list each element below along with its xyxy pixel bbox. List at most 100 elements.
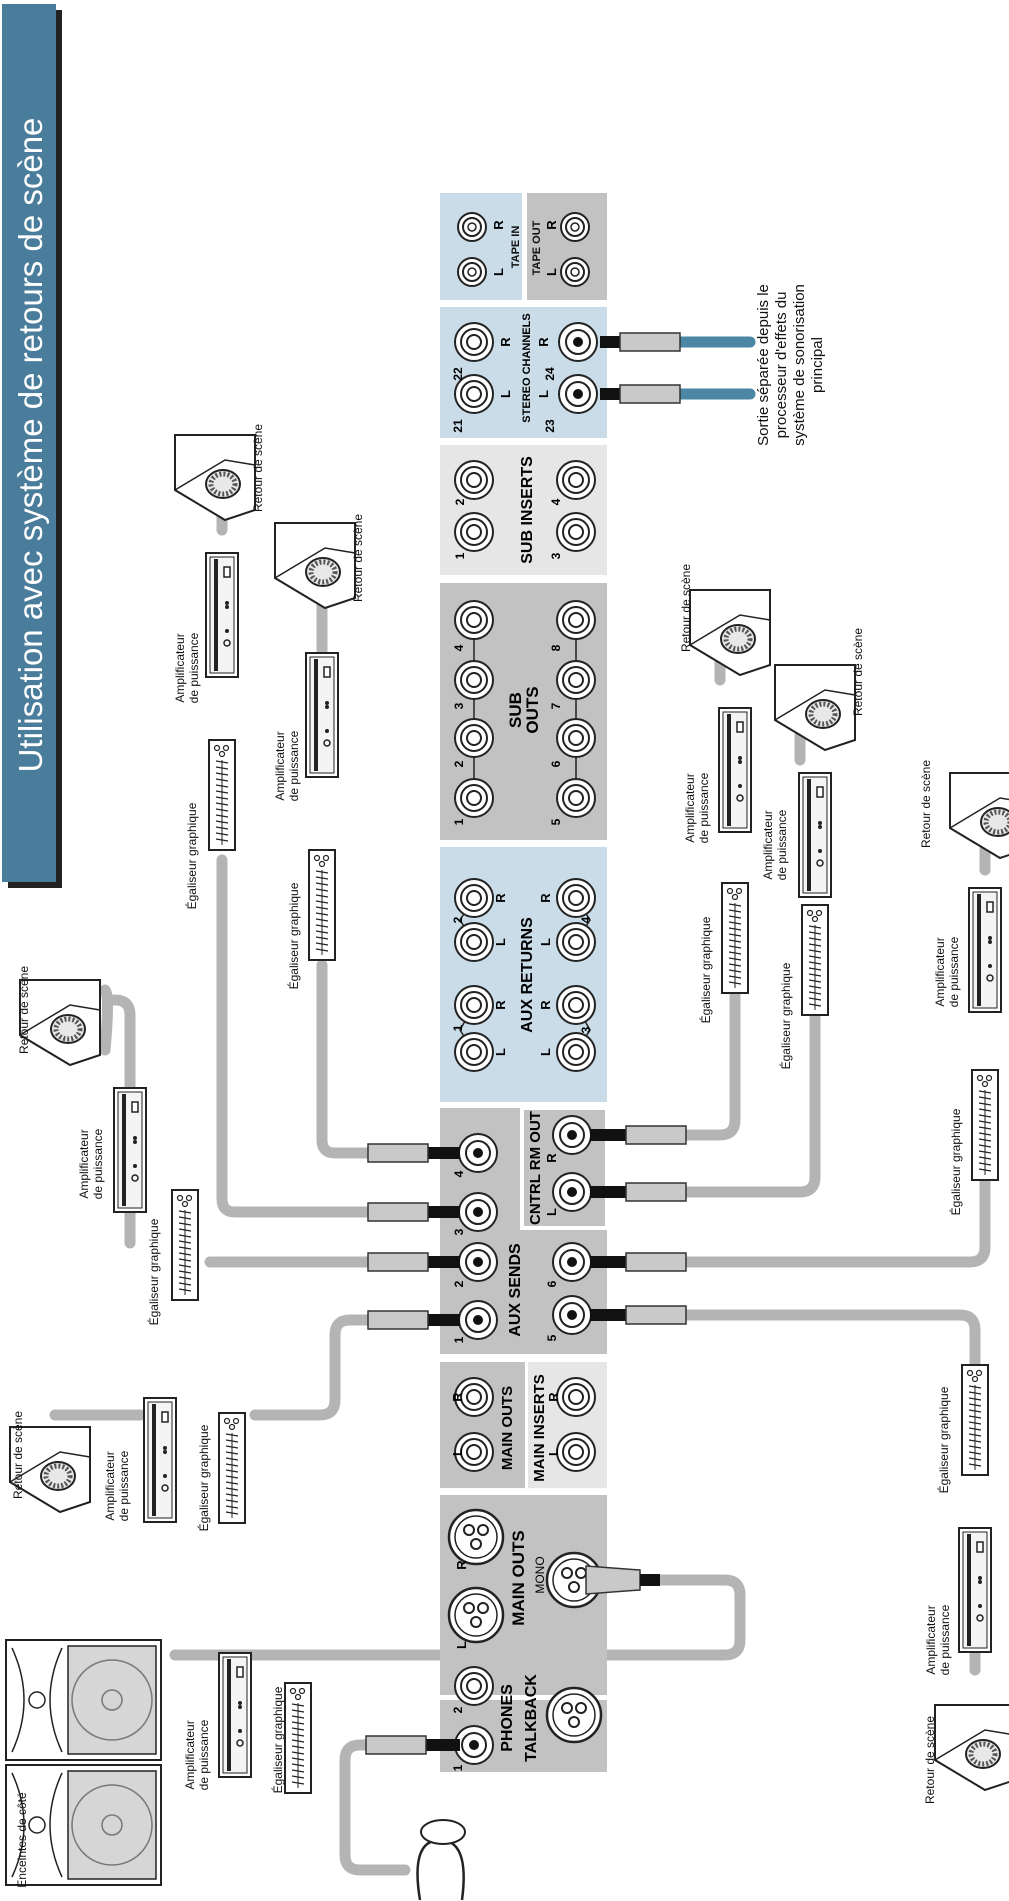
- label-eq-4: Égaliseur graphique: [196, 1424, 211, 1531]
- aux-return-4l-jack[interactable]: [556, 922, 596, 962]
- stereo-23-jack[interactable]: [558, 374, 598, 414]
- aux-return-3l-jack[interactable]: [556, 1032, 596, 1072]
- aux-ret-l1: L: [493, 938, 508, 946]
- jack-21-num: 21: [451, 419, 465, 433]
- aux-return-1r-jack[interactable]: [454, 985, 494, 1025]
- sub-insert-1-num: 1: [453, 552, 467, 559]
- main-inserts-label: MAIN INSERTS: [531, 1374, 548, 1482]
- talkback-xlr[interactable]: [545, 1686, 603, 1744]
- xlr-r-label: R: [454, 1560, 469, 1570]
- phones-2-num: 2: [451, 1706, 465, 1713]
- main-out-l-xlr[interactable]: [447, 1586, 505, 1644]
- main-out-r-xlr[interactable]: [447, 1508, 505, 1566]
- stage-monitor-8: [935, 1705, 1009, 1790]
- aux-send-3-jack[interactable]: [458, 1192, 498, 1232]
- sub-insert-4-jack[interactable]: [556, 460, 596, 500]
- label-ampli-1b: de puissance: [187, 632, 201, 703]
- tape-out-r-jack[interactable]: [560, 212, 590, 242]
- label-retour-4: Retour de scène: [11, 1411, 25, 1499]
- sub-insert-1-jack[interactable]: [454, 512, 494, 552]
- equipment-labels: Retour de scène Amplificateur de puissan…: [11, 424, 963, 1888]
- sub-out-1-jack[interactable]: [454, 778, 494, 818]
- aux-ret-r1: R: [493, 893, 508, 903]
- label-retour-7: Retour de scène: [919, 760, 933, 848]
- xlr-l-label: L: [454, 1641, 469, 1649]
- label-retour-5: Retour de scène: [679, 564, 693, 652]
- stereo-return-cables: [674, 336, 756, 400]
- stereo-r-bot: R: [536, 337, 551, 347]
- label-ampli-6b: de puissance: [697, 772, 711, 843]
- aux-send-2-num: 2: [452, 1280, 466, 1287]
- stereo-24-jack[interactable]: [558, 322, 598, 362]
- aux-send-5-jack[interactable]: [552, 1295, 592, 1335]
- aux-return-1l-jack[interactable]: [454, 1032, 494, 1072]
- stereo-22-jack[interactable]: [454, 322, 494, 362]
- tape-in-r-label: R: [491, 220, 506, 230]
- main-ins-l-label: L: [546, 1448, 561, 1456]
- aux-return-2l-jack[interactable]: [454, 922, 494, 962]
- cntrl-r-label: R: [544, 1153, 559, 1163]
- aux-send-1-num: 1: [452, 1336, 466, 1343]
- sub-out-7-jack[interactable]: [556, 660, 596, 700]
- tape-out-l-jack[interactable]: [560, 257, 590, 287]
- aux-send-3-num: 3: [452, 1228, 466, 1235]
- aux-ret-1-num: 1: [451, 1024, 465, 1031]
- sub-out-5-jack[interactable]: [556, 778, 596, 818]
- phones-1-num: 1: [451, 1764, 465, 1771]
- jack-22-num: 22: [451, 367, 465, 381]
- sub-out-4-jack[interactable]: [454, 600, 494, 640]
- label-ampli-9b: de puissance: [938, 1604, 952, 1675]
- label-ampli-9a: Amplificateur: [924, 1605, 938, 1674]
- stereo-channels-label: STEREO CHANNELS: [521, 313, 533, 422]
- aux-send-6-jack[interactable]: [552, 1242, 592, 1282]
- aux-return-3r-jack[interactable]: [556, 985, 596, 1025]
- aux-ret-r3: R: [538, 893, 553, 903]
- graphic-eq-9: [961, 1364, 989, 1476]
- phones-1-jack[interactable]: [454, 1725, 494, 1765]
- sub-out-3-num: 3: [452, 702, 466, 709]
- stereo-l-bot: L: [536, 390, 551, 398]
- graphic-eq-6: [721, 882, 749, 994]
- aux-sends-label: AUX SENDS: [507, 1243, 524, 1337]
- sub-inserts-label: SUB INSERTS: [519, 456, 536, 564]
- label-side-speakers: Enceintes de côté: [15, 1792, 29, 1888]
- stereo-l-top: L: [498, 390, 513, 398]
- headphones-icon: [416, 1819, 466, 1901]
- aux-send-4-jack[interactable]: [458, 1133, 498, 1173]
- tape-in-label: TAPE IN: [510, 226, 522, 269]
- sub-out-2-jack[interactable]: [454, 718, 494, 758]
- label-ampli-7b: de puissance: [775, 809, 789, 880]
- main-insert-r-jack[interactable]: [556, 1377, 596, 1417]
- cntrl-l-label: L: [544, 1208, 559, 1216]
- aux-send-2-jack[interactable]: [458, 1242, 498, 1282]
- outboard-equipment: [5, 435, 1009, 1901]
- label-ampli-2b: de puissance: [287, 730, 301, 801]
- sub-insert-4-num: 4: [549, 498, 563, 505]
- power-amp-3: [113, 1087, 147, 1213]
- sub-out-3-jack[interactable]: [454, 660, 494, 700]
- phones-label: PHONES: [499, 1684, 516, 1752]
- title-background: [2, 4, 56, 882]
- label-eq-9: Égaliseur graphique: [936, 1386, 951, 1493]
- label-ampli-4a: Amplificateur: [103, 1451, 117, 1520]
- sub-out-6-jack[interactable]: [556, 718, 596, 758]
- tape-in-l-jack[interactable]: [457, 257, 487, 287]
- sub-insert-3-jack[interactable]: [556, 512, 596, 552]
- cntrl-rm-l-jack[interactable]: [552, 1172, 592, 1212]
- label-ampli-1a: Amplificateur: [173, 633, 187, 702]
- aux-return-4r-jack[interactable]: [556, 878, 596, 918]
- aux-send-6-num: 6: [545, 1280, 559, 1287]
- aux-send-1-jack[interactable]: [458, 1300, 498, 1340]
- aux-ret-2-num: 2: [451, 916, 465, 923]
- label-ampli-4b: de puissance: [117, 1450, 131, 1521]
- phones-2-jack[interactable]: [454, 1666, 494, 1706]
- sub-insert-2-num: 2: [453, 498, 467, 505]
- main-insert-l-jack[interactable]: [556, 1432, 596, 1472]
- aux-return-2r-jack[interactable]: [454, 878, 494, 918]
- sub-out-8-jack[interactable]: [556, 600, 596, 640]
- tape-in-r-jack[interactable]: [457, 212, 487, 242]
- main-out-r-label: R: [450, 1392, 465, 1402]
- cntrl-rm-r-jack[interactable]: [552, 1115, 592, 1155]
- sub-insert-2-jack[interactable]: [454, 460, 494, 500]
